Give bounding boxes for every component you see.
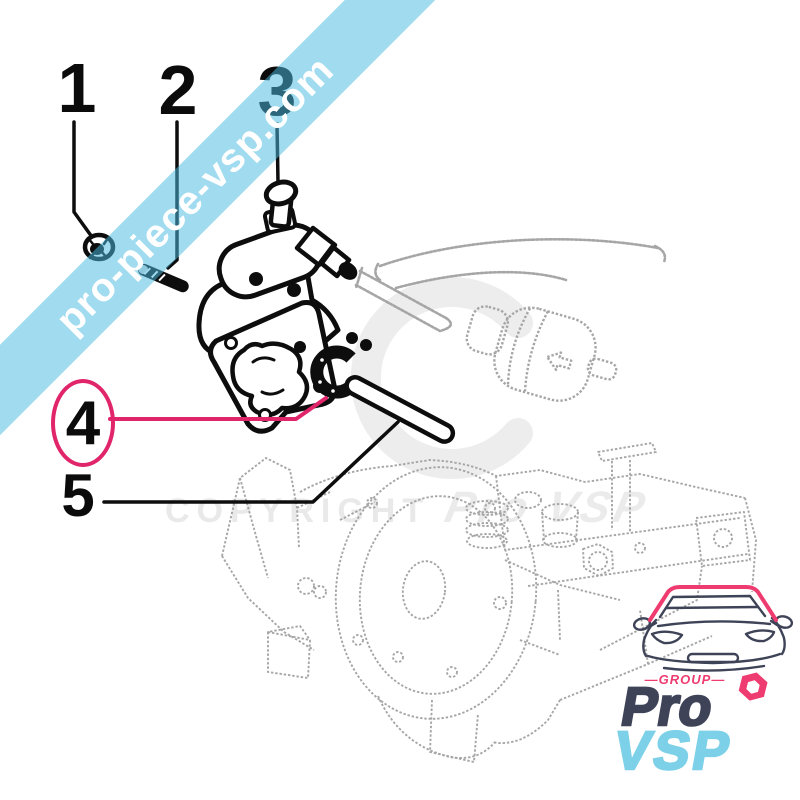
logo-group-label: —GROUP— [644, 672, 726, 687]
seal-ring-drawing [310, 345, 357, 399]
pushrod-drawing [344, 374, 456, 444]
fuel-hoses-sketch [354, 237, 667, 333]
fuel-filter-sketch [465, 305, 618, 402]
callout-4: 4 [65, 388, 101, 458]
copyright-watermark: COPYRIGHT Pro VSP [165, 483, 653, 533]
big-c-watermark [350, 277, 533, 479]
hex-nut-icon [738, 672, 768, 701]
callout-5: 5 [61, 462, 95, 529]
car-front-icon [632, 585, 794, 672]
engine-block-sketch [221, 442, 757, 763]
fuel-pump-drawing [196, 179, 372, 434]
callout-1: 1 [57, 49, 97, 127]
provsp-logo: —GROUP— Pro VSP [608, 578, 800, 800]
callout-4-highlight-circle: 4 [51, 379, 115, 467]
copyright-watermark-text: COPYRIGHT [165, 492, 431, 530]
callout-4-leader-line [108, 396, 328, 421]
logo-vsp-text: VSP [608, 720, 738, 783]
callout-2: 2 [158, 51, 198, 129]
